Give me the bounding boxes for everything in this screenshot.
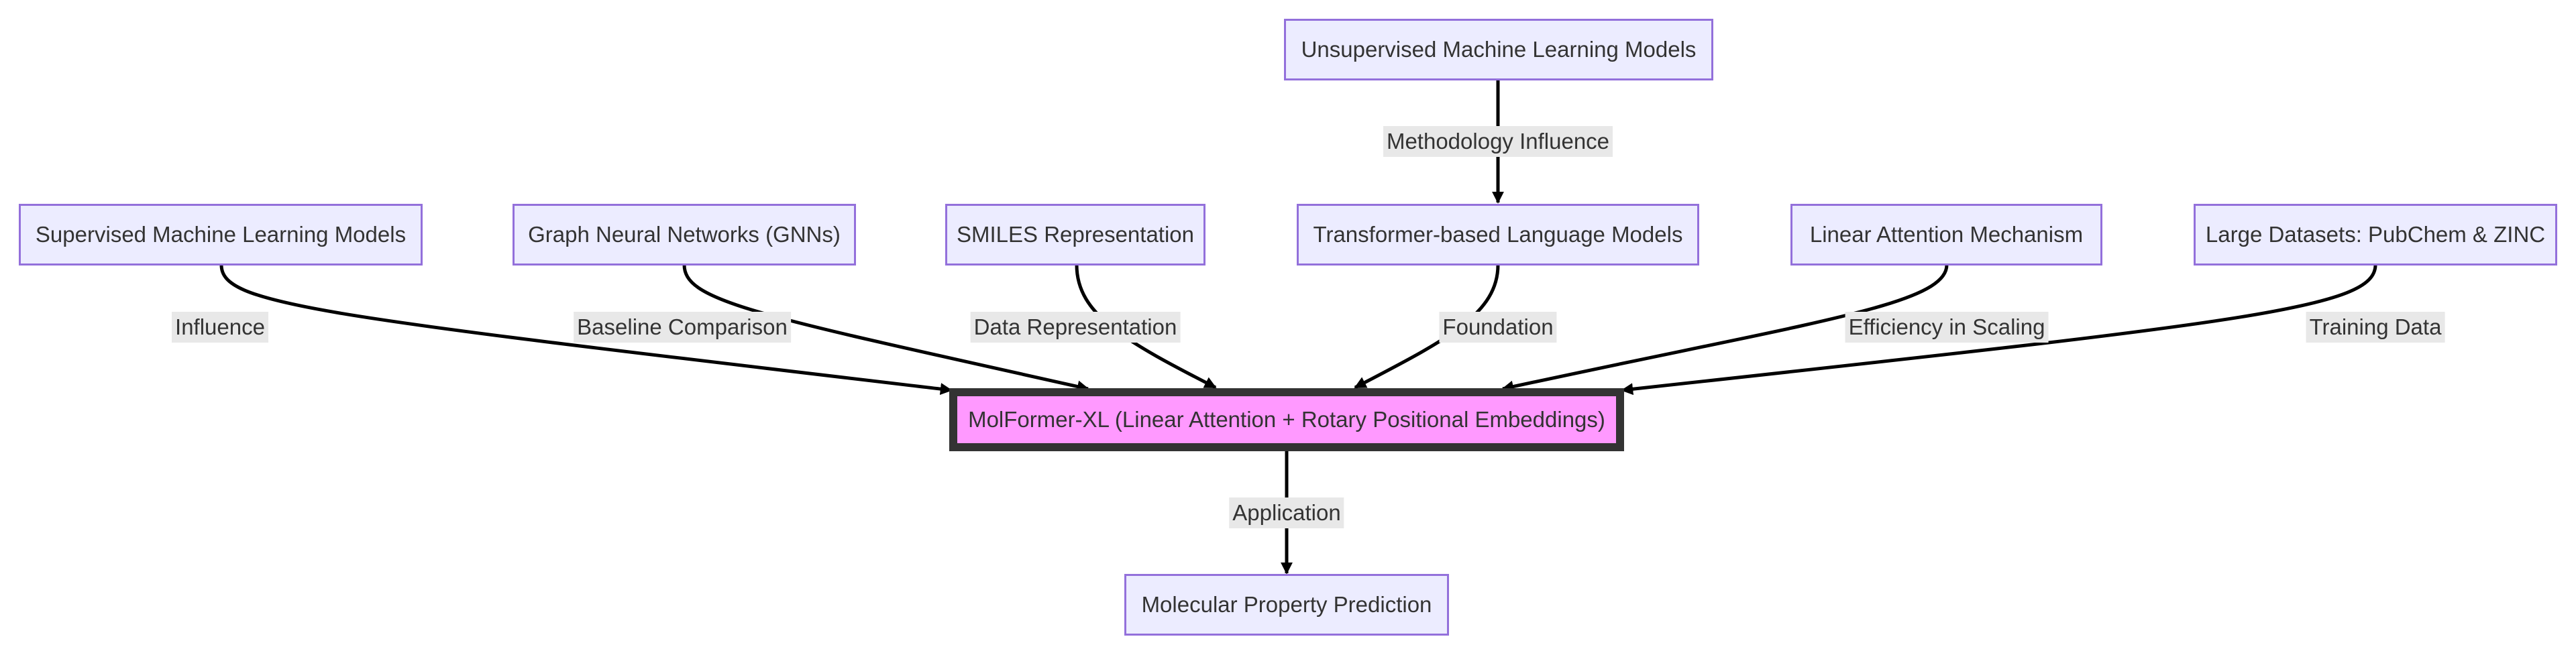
edge-label-data-representation: Data Representation — [970, 312, 1181, 343]
node-linear-attention-label: Linear Attention Mechanism — [1809, 222, 2084, 247]
edge-supervised-to-molformer — [219, 264, 953, 396]
node-molformer-xl[interactable]: MolFormer-XL (Linear Attention + Rotary … — [949, 388, 1624, 451]
node-supervised-models-label: Supervised Machine Learning Models — [35, 222, 407, 247]
edge-label-efficiency-in-scaling: Efficiency in Scaling — [1845, 312, 2049, 343]
edge-label-training-data: Training Data — [2306, 312, 2445, 343]
node-smiles-label: SMILES Representation — [956, 222, 1195, 247]
edge-datasets-to-molformer — [1621, 264, 2377, 396]
edge-label-baseline-comparison: Baseline Comparison — [574, 312, 791, 343]
node-smiles[interactable]: SMILES Representation — [945, 204, 1205, 266]
edge-label-application: Application — [1229, 497, 1344, 528]
node-large-datasets[interactable]: Large Datasets: PubChem & ZINC — [2194, 204, 2557, 266]
node-unsupervised-models[interactable]: Unsupervised Machine Learning Models — [1284, 19, 1713, 80]
edge-label-foundation: Foundation — [1439, 312, 1557, 343]
edge-linear-attention-to-molformer — [1501, 264, 1949, 393]
node-supervised-models[interactable]: Supervised Machine Learning Models — [19, 204, 423, 266]
node-gnn[interactable]: Graph Neural Networks (GNNs) — [513, 204, 856, 266]
node-molformer-xl-label: MolFormer-XL (Linear Attention + Rotary … — [968, 407, 1605, 432]
edge-label-influence: Influence — [172, 312, 268, 343]
edge-label-methodology-influence: Methodology Influence — [1383, 126, 1613, 157]
node-transformer[interactable]: Transformer-based Language Models — [1297, 204, 1699, 266]
node-molecular-property-prediction-label: Molecular Property Prediction — [1141, 592, 1432, 617]
node-linear-attention[interactable]: Linear Attention Mechanism — [1790, 204, 2102, 266]
node-large-datasets-label: Large Datasets: PubChem & ZINC — [2205, 222, 2546, 247]
node-gnn-label: Graph Neural Networks (GNNs) — [528, 222, 841, 247]
node-unsupervised-models-label: Unsupervised Machine Learning Models — [1301, 37, 1697, 62]
node-transformer-label: Transformer-based Language Models — [1313, 222, 1683, 247]
node-molecular-property-prediction[interactable]: Molecular Property Prediction — [1124, 574, 1449, 636]
